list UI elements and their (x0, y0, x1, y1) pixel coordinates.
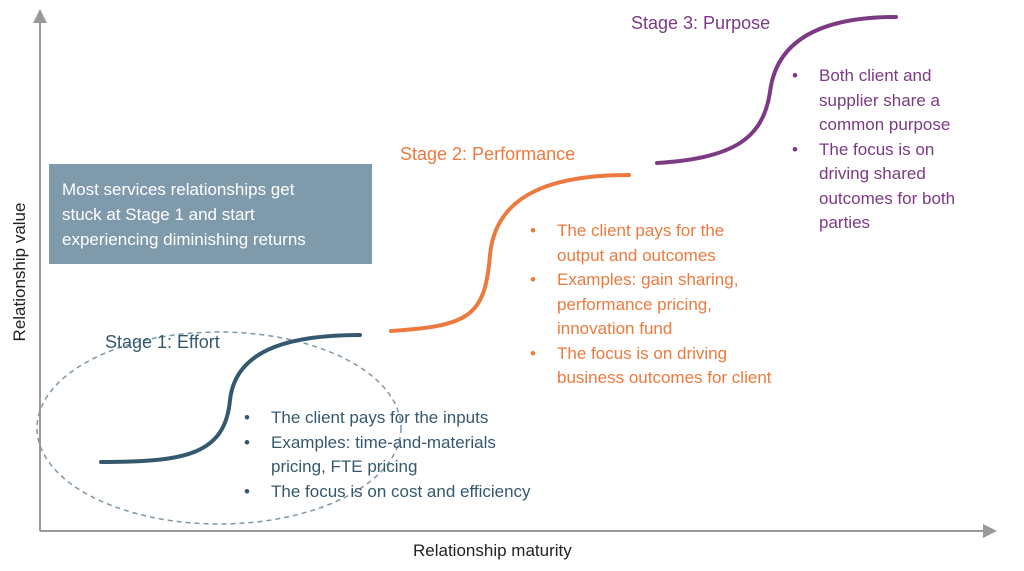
stage-2-title: Stage 2: Performance (400, 144, 576, 164)
bullet-line: supplier share a (819, 90, 940, 110)
bullet-line: The focus is on driving (557, 343, 728, 363)
callout-line: stuck at Stage 1 and start (62, 205, 255, 224)
stage-1-curve (99, 333, 362, 464)
bullet-line: parties (819, 213, 871, 232)
bullet-line: common purpose (819, 115, 951, 134)
bullet-item: Examples: gain sharing, performance pric… (530, 268, 772, 342)
bullet-line: The focus is on cost and efficiency (271, 481, 531, 501)
callout-box (49, 164, 372, 264)
stage-2-curve (389, 173, 631, 333)
bullet-item: The client pays for the inputs (244, 406, 531, 431)
bullet-line: The client pays for the inputs (271, 408, 489, 427)
stage-1-title: Stage 1: Effort (105, 332, 220, 352)
bullet-item: Examples: time-and-materials pricing, FT… (244, 431, 531, 480)
bullet-item: Both client and supplier share a common … (792, 64, 955, 138)
y-axis-title: Relationship value (10, 202, 29, 342)
bullet-item: The focus is on cost and efficiency (244, 480, 531, 505)
stage-3-curve (655, 15, 898, 165)
bullet-line: Both client and (819, 66, 932, 85)
callout-note: Most services relationships get stuck at… (49, 164, 372, 264)
stage-2-bullets: The client pays for the output and outco… (530, 219, 772, 391)
x-axis-title: Relationship maturity (413, 541, 572, 560)
bullet-line: Examples: gain sharing, (557, 270, 739, 289)
callout-line: experiencing diminishing returns (62, 230, 306, 249)
callout-line: Most services relationships get (62, 180, 295, 199)
stage-1-bullets: The client pays for the inputs Examples:… (244, 406, 531, 504)
bullet-line: innovation fund (557, 319, 673, 338)
stage-3-bullets: Both client and supplier share a common … (792, 64, 955, 236)
bullet-item: The client pays for the output and outco… (530, 219, 772, 268)
bullet-line: The client pays for the (557, 221, 725, 240)
bullet-line: pricing, FTE pricing (271, 457, 418, 476)
bullet-line: driving shared (819, 164, 926, 183)
bullet-item: The focus is on driving business outcome… (530, 342, 772, 391)
bullet-line: performance pricing, (557, 294, 712, 314)
bullet-line: outcomes for both (819, 188, 956, 208)
bullet-line: business outcomes for client (557, 368, 772, 387)
bullet-line: output and outcomes (557, 245, 716, 265)
bullet-line: Examples: time-and-materials (271, 432, 496, 452)
bullet-line: The focus is on (819, 139, 935, 159)
stage-3-title: Stage 3: Purpose (631, 13, 771, 33)
bullet-item: The focus is on driving shared outcomes … (792, 138, 955, 236)
